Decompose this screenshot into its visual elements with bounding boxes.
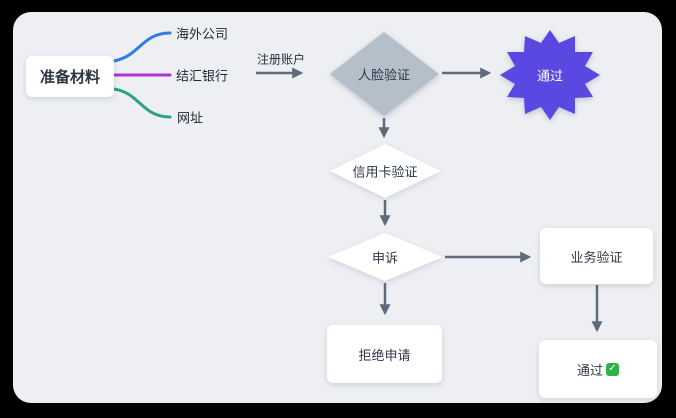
face-verification-label: 人脸验证 [357, 67, 411, 83]
branch-line-website [112, 87, 172, 119]
reject-application-node[interactable]: 拒绝申请 [327, 325, 442, 383]
pass-final-node[interactable]: 通过 ✓ [539, 340, 657, 398]
business-verification-label: 业务验证 [570, 249, 623, 265]
branch-node-website[interactable]: 网址 [177, 110, 204, 126]
appeal-diamond[interactable] [328, 233, 443, 281]
root-node-prepare-materials[interactable]: 准备材料 [26, 56, 114, 97]
appeal-label: 申诉 [371, 250, 399, 266]
green-check-icon: ✓ [606, 362, 619, 376]
pass-starburst-label: 通过 [536, 68, 564, 84]
pass-starburst[interactable] [500, 30, 600, 120]
pass-final-label: 通过 [576, 362, 603, 378]
reject-application-label: 拒绝申请 [358, 347, 411, 363]
business-verification-node[interactable]: 业务验证 [540, 228, 653, 284]
root-node-label: 准备材料 [39, 69, 100, 86]
branch-node-settlement-bank[interactable]: 结汇银行 [176, 68, 229, 84]
branch-line-overseas-company [112, 31, 172, 63]
credit-card-verification-label: 信用卡验证 [352, 164, 418, 180]
edge-label-register-account: 注册账户 [256, 52, 306, 67]
branch-node-overseas-company[interactable]: 海外公司 [176, 26, 229, 42]
credit-card-verification-diamond[interactable] [330, 144, 441, 198]
face-verification-diamond[interactable] [330, 32, 439, 116]
